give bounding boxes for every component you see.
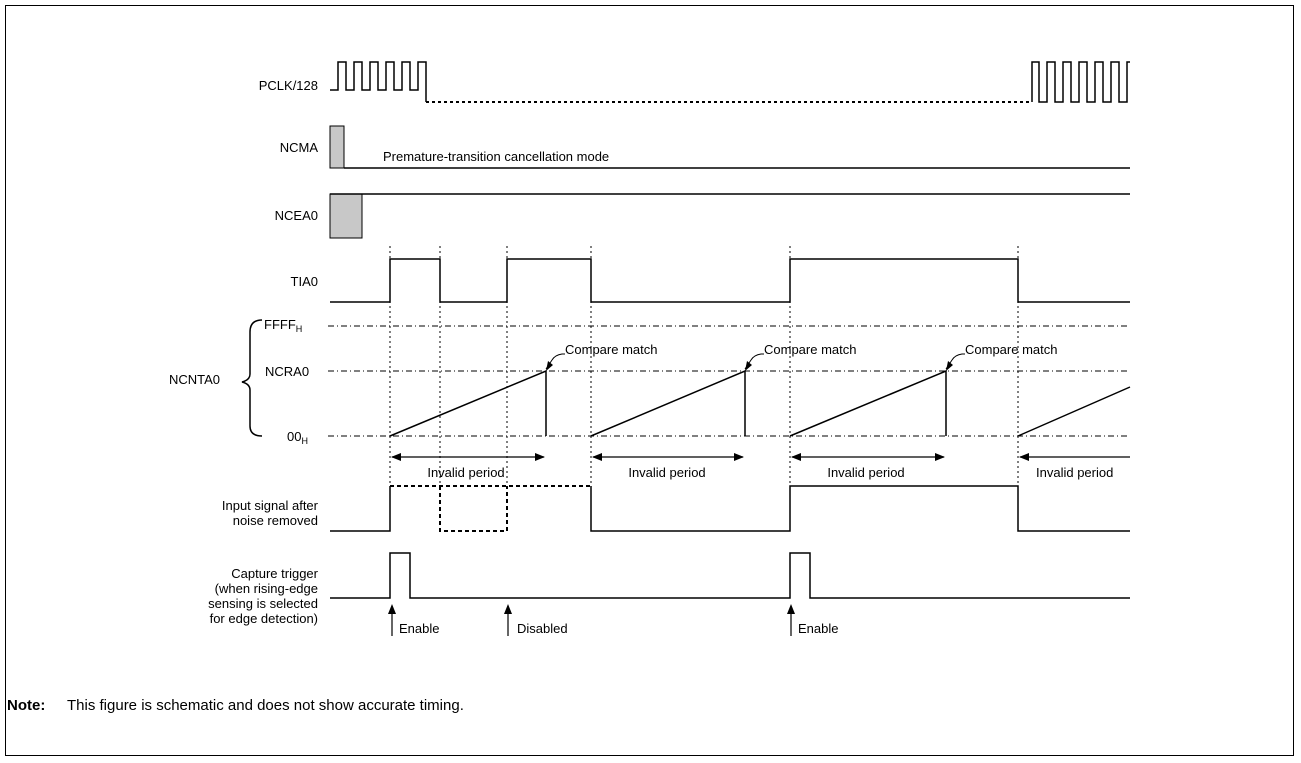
guide-lines — [389, 246, 1019, 490]
note: Note: This figure is schematic and does n… — [7, 697, 464, 714]
label-input-line1: Input signal after — [222, 498, 319, 513]
enable-label-1: Enable — [399, 621, 439, 636]
invalid-period-label-2: Invalid period — [628, 465, 705, 480]
enable-label-2: Enable — [798, 621, 838, 636]
label-00h: 00H — [287, 429, 308, 446]
invalid-period-label-1: Invalid period — [427, 465, 504, 480]
ncma-waveform — [329, 125, 1130, 169]
label-capture-line3: sensing is selected — [208, 596, 318, 611]
ncea0-waveform — [329, 193, 1130, 239]
label-tia0: TIA0 — [291, 274, 318, 289]
label-capture-line2: (when rising-edge — [215, 581, 318, 596]
tia0-waveform — [330, 258, 1130, 303]
label-ncma: NCMA — [280, 140, 319, 155]
invalid-period-label-3: Invalid period — [827, 465, 904, 480]
figure-frame — [5, 5, 1294, 756]
mode-label: Premature-transition cancellation mode — [383, 149, 609, 164]
label-pclk: PCLK/128 — [259, 78, 318, 93]
note-text: This figure is schematic and does not sh… — [67, 697, 464, 714]
invalid-period-arrowheads — [391, 453, 1029, 461]
pclk-waveform — [330, 61, 1130, 103]
counter-levels — [328, 325, 1130, 437]
note-label: Note: — [7, 697, 46, 714]
capture-arrows — [391, 612, 792, 636]
compare-match-label-1: Compare match — [565, 342, 657, 357]
compare-match-arrows — [545, 353, 965, 370]
capture-trigger-waveform — [330, 552, 1130, 599]
invalid-period-label-4: Invalid period — [1036, 465, 1113, 480]
compare-match-label-3: Compare match — [965, 342, 1057, 357]
counter-ramps — [389, 369, 1131, 437]
label-ncnta0: NCNTA0 — [169, 372, 220, 387]
label-ffff: FFFFH — [264, 317, 302, 334]
label-input-line2: noise removed — [233, 513, 318, 528]
compare-match-label-2: Compare match — [764, 342, 856, 357]
disabled-label: Disabled — [517, 621, 568, 636]
compare-match-arrowheads — [546, 361, 953, 371]
label-ncea0: NCEA0 — [275, 208, 318, 223]
ncnta0-brace — [241, 319, 263, 437]
label-capture-line1: Capture trigger — [231, 566, 318, 581]
label-capture-line4: for edge detection) — [210, 611, 318, 626]
capture-arrowheads — [388, 604, 795, 614]
input-signal-waveform — [330, 485, 1130, 532]
label-ncra0: NCRA0 — [265, 364, 309, 379]
